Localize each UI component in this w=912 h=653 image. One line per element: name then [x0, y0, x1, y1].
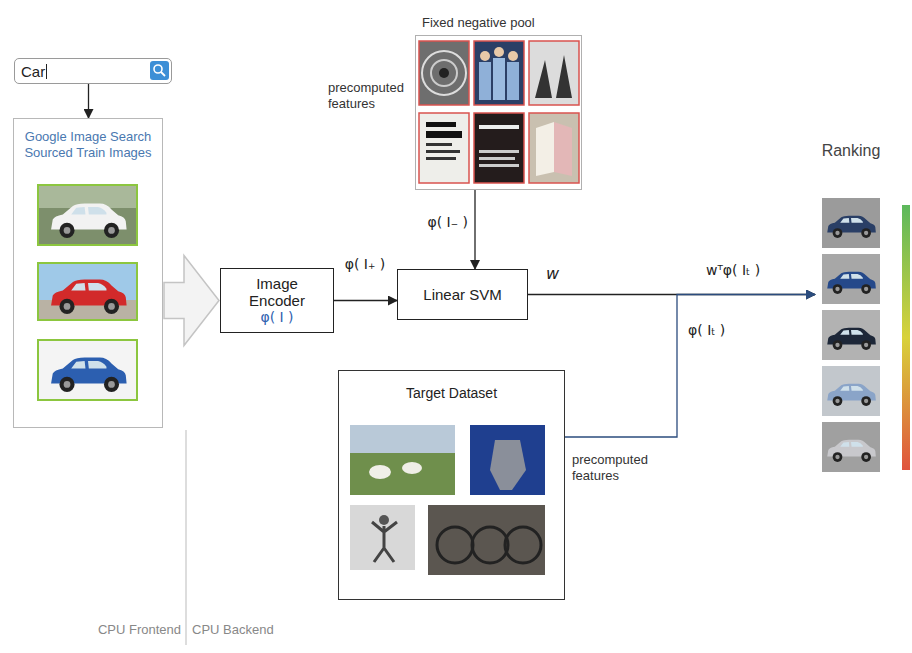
process-box: Image Encoderφ( I ) [220, 268, 334, 333]
note-label: precomputed features [328, 80, 414, 112]
box-text: Car [21, 63, 45, 80]
box-text: Linear SVM [423, 286, 501, 303]
negative-images [419, 41, 579, 183]
box-text: Google Image Search Sourced Train Images [22, 129, 154, 161]
note-label: precomputed features [572, 452, 664, 484]
edge-label: φ( Iₜ ) [688, 322, 725, 338]
edge-label: w [546, 266, 559, 282]
dataset-box: Target Dataset [338, 370, 565, 600]
box-subtext: φ( I ) [260, 309, 293, 326]
edge-label: φ( I₊ ) [336, 256, 394, 272]
connector-arrow [334, 300, 397, 301]
text-cursor [46, 64, 47, 79]
search-box: Car [14, 58, 172, 84]
ranking-images [822, 198, 910, 472]
box-text: Target Dataset [339, 385, 564, 401]
ranking-column: Ranking [815, 140, 887, 480]
train-images [38, 185, 137, 400]
connector-arrow [565, 295, 815, 438]
box-text: Image Encoder [227, 275, 327, 309]
process-box: Linear SVM [397, 269, 528, 320]
region-label: CPU Frontend [40, 622, 181, 638]
ranking-gradient [902, 205, 910, 470]
block-arrow [164, 256, 219, 346]
target-images [350, 425, 545, 575]
connector-arrow [88, 84, 89, 118]
box-text: Ranking [815, 142, 887, 160]
region-label: CPU Backend [192, 622, 274, 638]
divider-line [186, 430, 187, 645]
image-pool: Fixed negative pool [415, 35, 582, 190]
edge-label: φ( I₋ ) [427, 214, 468, 230]
train-image-panel: Google Image Search Sourced Train Images [13, 118, 163, 428]
connector-arrow [474, 190, 475, 269]
box-text: Fixed negative pool [422, 15, 535, 30]
formula-label: wᵀφ( Iₜ ) [706, 262, 760, 278]
search-icon [150, 61, 169, 80]
